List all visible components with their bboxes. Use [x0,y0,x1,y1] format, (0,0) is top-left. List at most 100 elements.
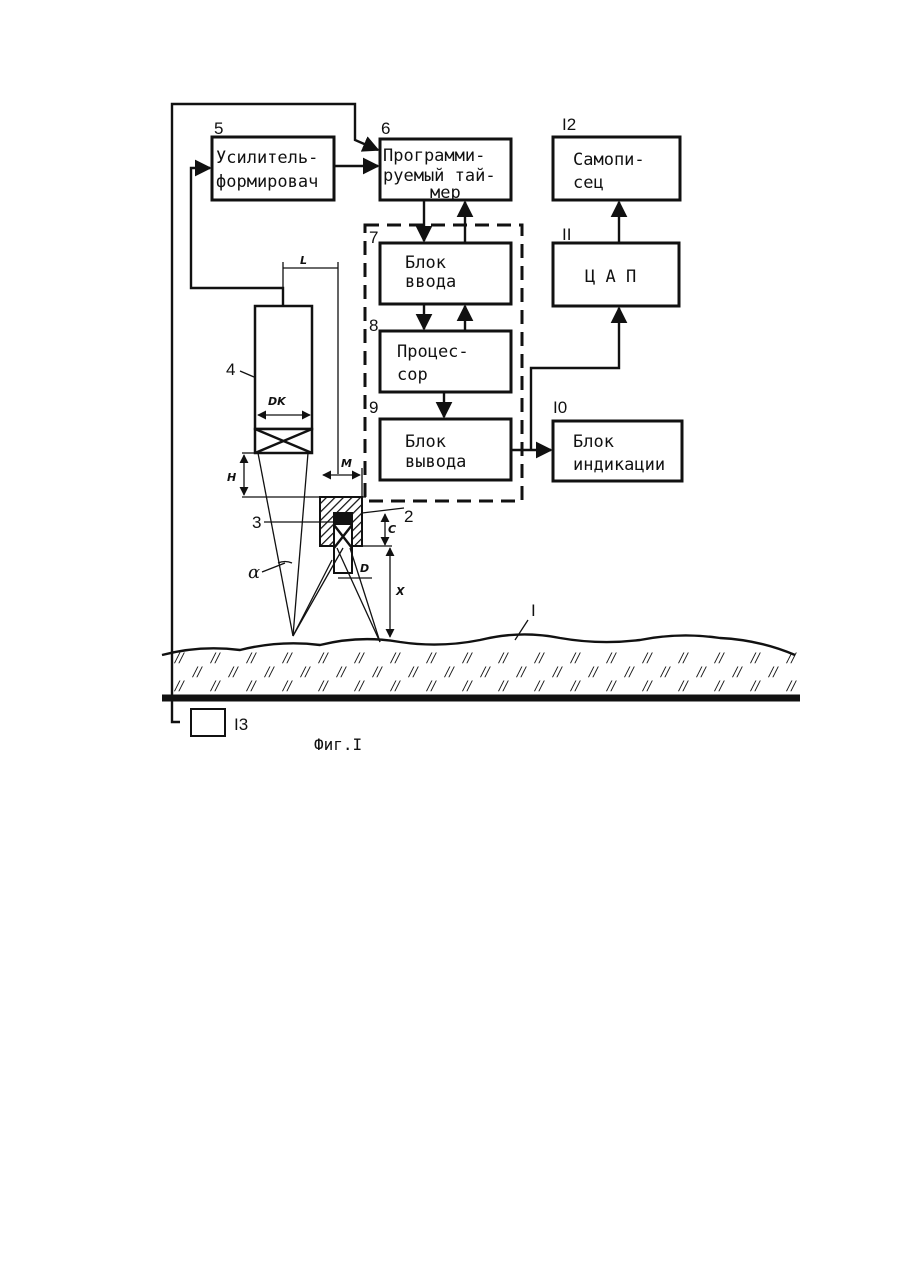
block-number: I3 [234,715,248,734]
soil-mark: // [425,679,437,694]
soil-mark: // [551,665,563,680]
soil-mark: // [623,665,635,680]
svg-text:формировач: формировач [216,172,318,192]
dim-h-label: H [227,471,236,484]
soil-mark: // [677,679,689,694]
svg-text:Программи-: Программи- [383,146,485,166]
soil-mark: // [353,651,365,666]
block-number: 6 [381,119,390,138]
dim-m-label: M [341,457,352,470]
svg-text:Блок: Блок [405,432,446,452]
soil-mark: // [479,665,491,680]
soil-mark: // [245,679,257,694]
soil-mark: // [569,679,581,694]
soil-mark: // [569,651,581,666]
svg-text:индикации: индикации [573,455,665,475]
detector-label: 4 [226,360,235,379]
soil-mark: // [749,679,761,694]
svg-text:сор: сор [397,365,428,385]
collimator-label: 3 [252,513,261,532]
soil-mark: // [713,679,725,694]
soil-mark: // [533,651,545,666]
svg-text:Ц А П: Ц А П [585,267,636,287]
block-number: II [562,225,571,244]
soil-mark: // [227,665,239,680]
svg-text:Самопи-: Самопи- [573,150,645,170]
soil-mark: // [209,651,221,666]
block-number: 9 [369,398,378,417]
soil-mark: // [713,651,725,666]
svg-text:Процес-: Процес- [397,342,469,362]
soil-mark: // [587,665,599,680]
output-block: 9 Блок вывода [369,398,511,480]
soil-mark: // [785,651,797,666]
soil-mark: // [191,665,203,680]
soil-mark: // [173,651,185,666]
svg-text:Блок: Блок [573,432,614,452]
block-number: 8 [369,316,378,335]
surface-label: I [531,601,536,620]
figure-caption: Фиг.I [314,735,362,754]
soil-mark: // [605,679,617,694]
soil-mark: // [299,665,311,680]
soil-mark: // [497,679,509,694]
soil-mark: // [389,651,401,666]
soil-mark: // [731,665,743,680]
soil-mark: // [317,651,329,666]
ground-surface: I //////////////////////////////////////… [162,601,800,698]
source-label: 2 [404,507,413,526]
processor-block: 8 Процес- сор [369,316,511,392]
svg-text:вывода: вывода [405,452,466,472]
soil-mark: // [371,665,383,680]
dim-c-label: C [388,523,396,536]
indication-block: I0 Блок индикации [553,398,682,481]
svg-text:мер: мер [430,183,461,203]
dim-x-label: X [395,585,405,598]
amplifier-shaper-block: 5 Усилитель- формировач [212,119,334,200]
soil-mark: // [263,665,275,680]
svg-text:Усилитель-: Усилитель- [216,148,318,168]
soil-mark: // [785,679,797,694]
dac-block: II Ц А П [553,225,679,306]
soil-mark: // [245,651,257,666]
dim-d-label: D [360,562,369,575]
soil-mark: // [425,651,437,666]
soil-mark: // [389,679,401,694]
soil-mark: // [749,651,761,666]
soil-mark: // [677,651,689,666]
dim-l-label: L [300,254,307,267]
recorder-block: I2 Самопи- сец [553,115,680,200]
input-block: 7 Блок ввода [369,228,511,304]
soil-mark: // [443,665,455,680]
soil-mark: // [335,665,347,680]
soil-mark: // [317,679,329,694]
soil-mark: // [461,651,473,666]
soil-mark: // [353,679,365,694]
soil-mark: // [515,665,527,680]
svg-text:сец: сец [573,173,604,193]
block-number: 7 [369,228,378,247]
soil-mark: // [641,651,653,666]
soil-hatching: // // // // // // // // // // // // // // // // // // // //… [173,651,797,694]
soil-mark: // [533,679,545,694]
soil-mark: // [659,665,671,680]
svg-text:ввода: ввода [405,272,456,292]
dim-dk-label: DK [268,395,287,408]
programmable-timer-block: 6 Программи- руемый тай- мер [380,119,511,203]
soil-mark: // [695,665,707,680]
soil-mark: // [281,679,293,694]
sensor-block: I3 [191,709,248,736]
radiation-rays: α [248,453,380,642]
angle-alpha-label: α [248,562,260,583]
soil-mark: // [605,651,617,666]
soil-mark: // [497,651,509,666]
soil-mark: // [173,679,185,694]
soil-mark: // [281,651,293,666]
block-number: I2 [562,115,576,134]
soil-mark: // [641,679,653,694]
soil-mark: // [767,665,779,680]
source-core [334,513,352,525]
svg-text:Блок: Блок [405,253,446,273]
